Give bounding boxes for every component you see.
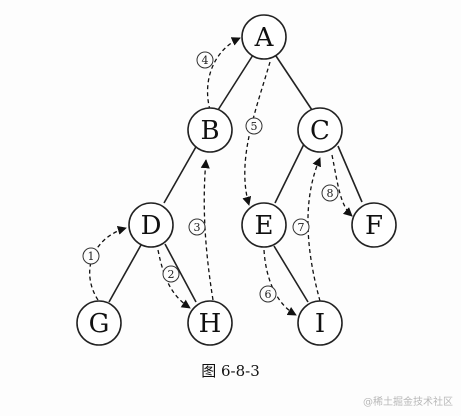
- arrow-step-4: [206, 37, 241, 111]
- edge-a-c: [275, 55, 313, 111]
- edge-d-g: [108, 244, 142, 303]
- figure-caption: 图 6-8-3: [201, 362, 260, 380]
- arrow-step-2: [157, 249, 191, 309]
- step-badge-5: 5: [245, 117, 263, 135]
- node-label-d: D: [141, 211, 162, 241]
- node-c: C: [297, 107, 343, 153]
- arrow-step-6: [263, 249, 297, 316]
- arrow-step-3: [200, 159, 214, 301]
- step-badge-6: 6: [259, 285, 277, 303]
- node-h: H: [187, 300, 233, 346]
- node-label-i: I: [315, 309, 325, 339]
- node-g: G: [76, 300, 122, 346]
- edge-c-f: [337, 145, 363, 203]
- node-label-c: C: [310, 116, 330, 146]
- step-badge-1: 1: [82, 247, 100, 265]
- node-a: A: [241, 14, 287, 60]
- step-badges: 1 2 3 4 5 6 7 8: [82, 51, 339, 303]
- arrow-step-7: [307, 157, 321, 302]
- tree-edges: [108, 54, 363, 303]
- node-e: E: [241, 202, 287, 248]
- edge-a-b: [217, 54, 254, 111]
- node-label-b: B: [200, 116, 219, 146]
- step-label-1: 1: [88, 250, 95, 263]
- watermark-text: @稀土掘金技术社区: [363, 397, 453, 408]
- edge-c-e: [274, 143, 305, 204]
- node-label-e: E: [255, 211, 274, 241]
- step-label-5: 5: [251, 120, 258, 133]
- node-b: B: [187, 107, 233, 153]
- node-label-a: A: [254, 23, 275, 53]
- step-badge-3: 3: [188, 218, 206, 236]
- node-d: D: [128, 202, 174, 248]
- step-badge-4: 4: [196, 51, 214, 69]
- arrow-step-5: [242, 61, 271, 206]
- step-label-7: 7: [298, 221, 305, 234]
- node-i: I: [297, 300, 343, 346]
- node-f: F: [351, 202, 397, 248]
- traversal-arrows: [89, 37, 353, 316]
- step-label-4: 4: [202, 54, 209, 67]
- step-label-2: 2: [168, 268, 175, 281]
- node-label-g: G: [89, 309, 110, 339]
- edge-d-h: [164, 243, 197, 303]
- step-label-6: 6: [265, 288, 272, 301]
- step-badge-2: 2: [162, 265, 180, 283]
- node-label-f: F: [365, 211, 383, 241]
- arrow-step-8: [331, 154, 353, 217]
- tree-nodes: A B C D E F G H: [76, 14, 397, 346]
- step-badge-7: 7: [292, 218, 310, 236]
- edge-e-i: [273, 245, 309, 303]
- edge-b-d: [163, 144, 198, 204]
- step-label-3: 3: [194, 221, 201, 234]
- node-label-h: H: [199, 309, 222, 339]
- step-label-8: 8: [327, 187, 334, 200]
- step-badge-8: 8: [321, 184, 339, 202]
- arrow-step-1: [89, 225, 127, 301]
